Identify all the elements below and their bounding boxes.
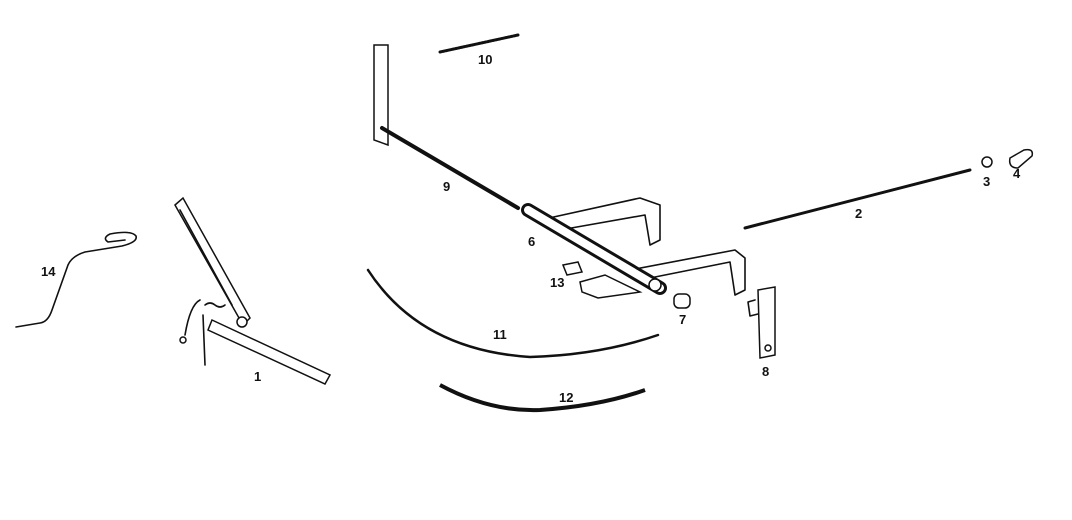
part-13-clip (561, 261, 584, 276)
label-11: 11 (493, 327, 507, 342)
label-9: 9 (443, 179, 450, 194)
part-9-shaft (373, 44, 520, 210)
label-3: 3 (983, 174, 990, 189)
part-4-socket (1008, 148, 1034, 169)
part-6-lever (521, 197, 746, 299)
part-12-cable (439, 383, 646, 413)
part-1-pedal (174, 196, 332, 385)
label-14: 14 (41, 264, 56, 279)
label-2: 2 (855, 206, 862, 221)
part-2-rod (743, 168, 972, 230)
part-10-rod (438, 33, 520, 54)
label-8: 8 (762, 364, 769, 379)
label-10: 10 (478, 52, 492, 67)
label-7: 7 (679, 312, 686, 327)
label-6: 6 (528, 234, 535, 249)
part-14-wire (15, 231, 138, 328)
label-12: 12 (559, 390, 573, 405)
label-4: 4 (1013, 166, 1021, 181)
part-11-cable (366, 268, 660, 359)
part-8-bracket (747, 286, 776, 359)
label-1: 1 (254, 369, 261, 384)
label-13: 13 (550, 275, 564, 290)
part-7-bushing (673, 293, 691, 309)
part-3-nut (981, 156, 993, 168)
